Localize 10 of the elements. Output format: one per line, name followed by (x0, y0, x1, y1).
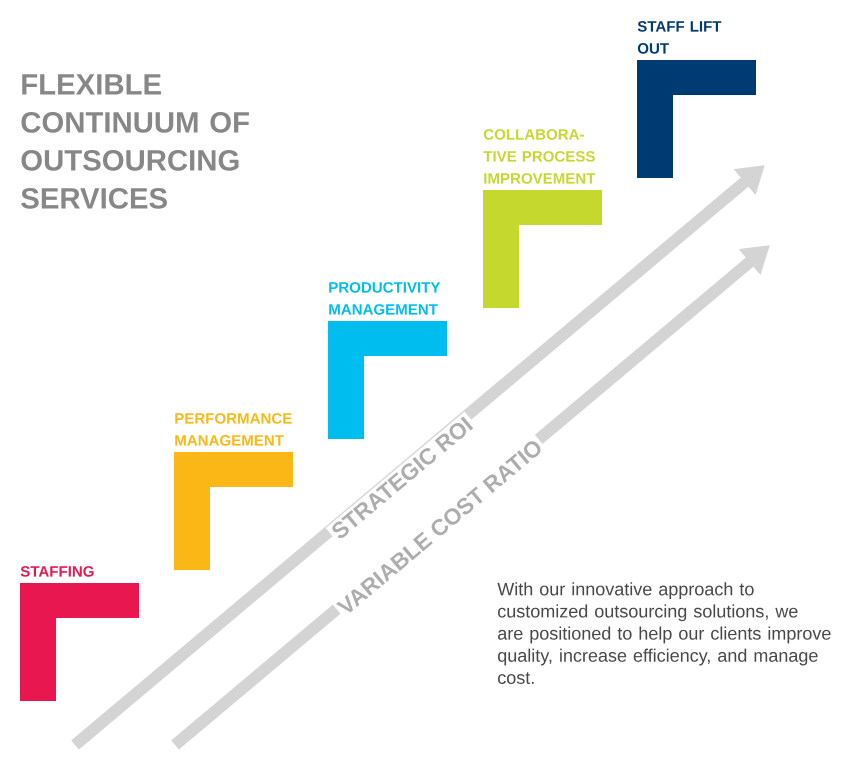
node-label: PRODUCTIVITY MANAGEMENT (329, 282, 440, 315)
title: FLEXIBLE CONTINUUM OF OUTSOURCING SERVICES (21, 74, 249, 209)
node-label: PERFORMANCE MANAGEMENT (175, 413, 292, 446)
step-bracket: PERFORMANCE MANAGEMENT (174, 413, 293, 570)
node-label: STAFFING (20, 566, 94, 577)
step-bracket: STAFFING (20, 566, 139, 701)
step-bracket: STAFF LIFT OUT (637, 21, 756, 178)
node-label: STAFF LIFT OUT (638, 21, 722, 54)
step-bracket: COLLABORA- TIVE PROCESS IMPROVEMENT (483, 129, 602, 308)
node-label: COLLABORA- TIVE PROCESS IMPROVEMENT (483, 129, 596, 184)
